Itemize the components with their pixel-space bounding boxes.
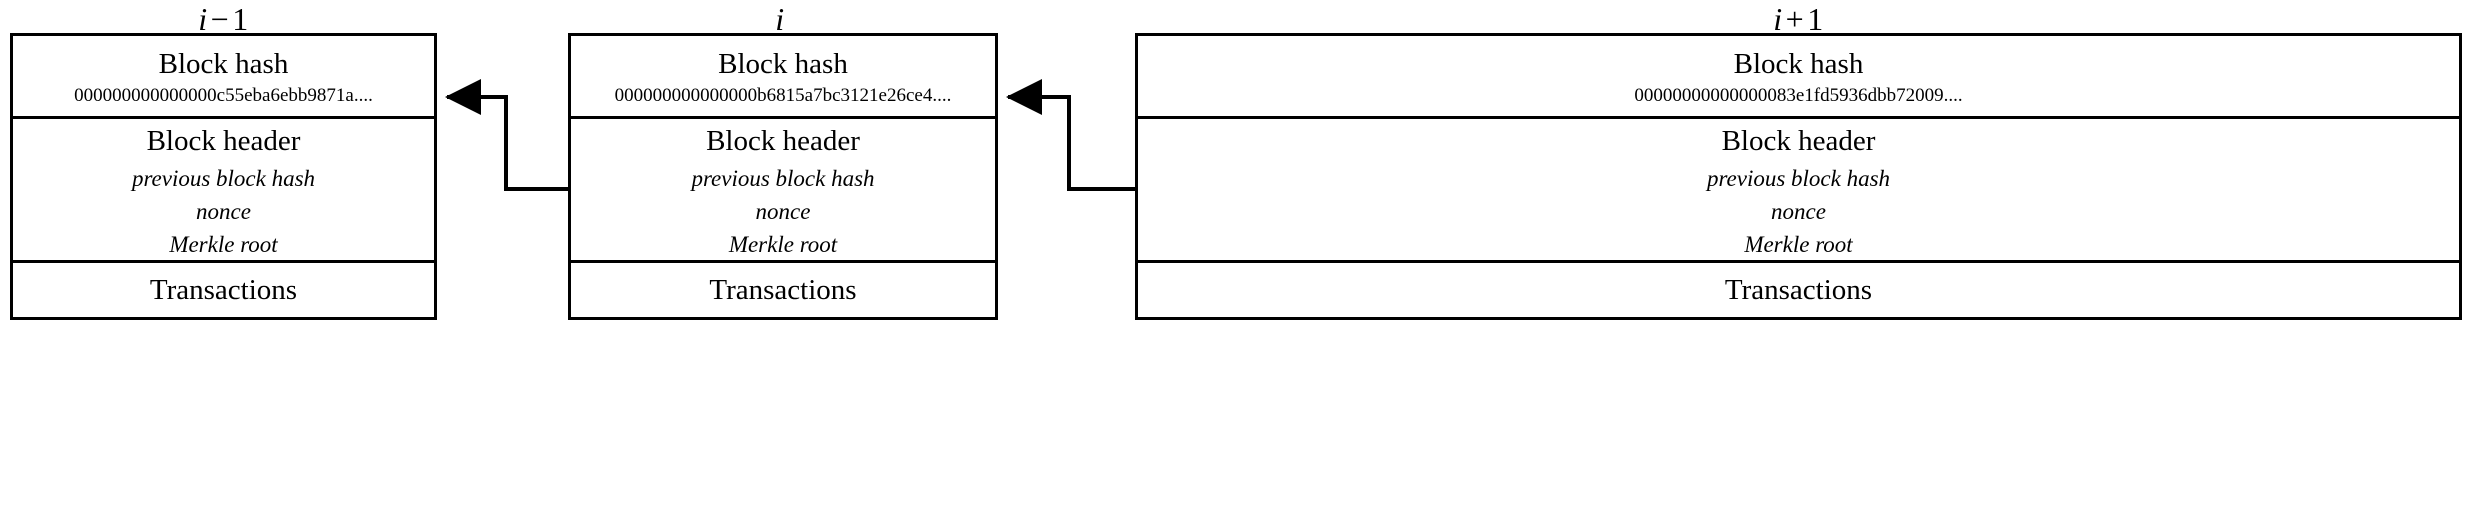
field-nonce: nonce: [1771, 199, 1826, 224]
block-label-i: i: [568, 2, 998, 36]
field-merkle-root: Merkle root: [1744, 232, 1853, 257]
block-label-operator: −: [210, 1, 230, 37]
block-transactions-section: Transactions: [1138, 263, 2459, 317]
block-header-title: Block header: [706, 125, 860, 157]
block-label-var: i: [775, 1, 785, 37]
block-label-number: 1: [232, 1, 249, 37]
block-label-var: i: [1773, 1, 1783, 37]
field-nonce: nonce: [755, 199, 811, 224]
block-transactions-title: Transactions: [709, 273, 857, 306]
block-transactions-section: Transactions: [571, 263, 995, 317]
block-label-number: 1: [1807, 1, 1824, 37]
block-hash-value: 00000000000000083e1fd5936dbb72009....: [1634, 85, 1963, 106]
block-i-plus-1[interactable]: Block hash 00000000000000083e1fd5936dbb7…: [1135, 33, 2462, 320]
field-nonce: nonce: [196, 199, 251, 224]
block-hash-section: Block hash 000000000000000c55eba6ebb9871…: [13, 36, 434, 119]
block-i[interactable]: Block hash 000000000000000b6815a7bc3121e…: [568, 33, 998, 320]
block-header-title: Block header: [1721, 125, 1876, 157]
block-hash-section: Block hash 00000000000000083e1fd5936dbb7…: [1138, 36, 2459, 119]
block-label-operator: [785, 1, 791, 37]
block-i-minus-1[interactable]: Block hash 000000000000000c55eba6ebb9871…: [10, 33, 437, 320]
field-previous-block-hash: previous block hash: [1706, 166, 1891, 191]
block-hash-value: 000000000000000b6815a7bc3121e26ce4....: [614, 85, 952, 106]
block-transactions-title: Transactions: [149, 273, 298, 306]
block-header-section: Block header previous block hash nonce M…: [571, 119, 995, 263]
field-merkle-root: Merkle root: [728, 232, 838, 257]
block-label-operator: +: [1785, 1, 1805, 37]
block-header-title: Block header: [146, 125, 301, 157]
field-merkle-root: Merkle root: [169, 232, 278, 257]
block-header-section: Block header previous block hash nonce M…: [1138, 119, 2459, 263]
block-label-var: i: [198, 1, 208, 37]
block-hash-title: Block hash: [1733, 48, 1864, 80]
block-hash-value: 000000000000000c55eba6ebb9871a....: [74, 85, 373, 106]
block-header-section: Block header previous block hash nonce M…: [13, 119, 434, 263]
block-hash-title: Block hash: [718, 48, 848, 80]
block-label-i-minus-1: i−1: [10, 2, 437, 36]
field-previous-block-hash: previous block hash: [691, 166, 875, 191]
block-transactions-section: Transactions: [13, 263, 434, 317]
block-label-i-plus-1: i+1: [1135, 2, 2462, 36]
block-transactions-title: Transactions: [1724, 273, 1873, 306]
block-hash-title: Block hash: [158, 48, 289, 80]
field-previous-block-hash: previous block hash: [131, 166, 316, 191]
block-hash-section: Block hash 000000000000000b6815a7bc3121e…: [571, 36, 995, 119]
